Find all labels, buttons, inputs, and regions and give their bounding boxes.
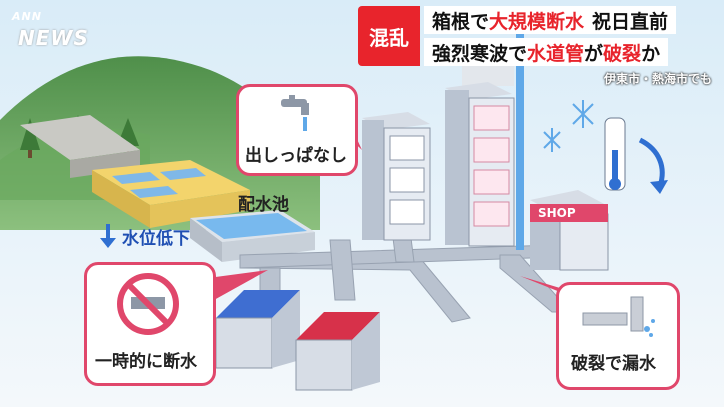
faucet-label: 出しっぱなし	[245, 146, 347, 166]
burst-callout: 破裂で漏水	[556, 282, 680, 390]
burst-label: 破裂で漏水	[571, 354, 656, 374]
building-apartment	[362, 112, 431, 241]
headline-line-2: 強烈寒波で 水道管 が 破裂 か	[424, 38, 669, 66]
thermometer-icon	[604, 117, 626, 191]
logo-top-text: ANN	[12, 10, 42, 23]
headline-line-1: 箱根で 大規模断水 祝日直前	[424, 6, 677, 34]
shop-building	[530, 190, 609, 271]
headline-badge: 混乱	[358, 6, 420, 66]
house-blue	[215, 290, 300, 369]
headline-text: か	[641, 42, 661, 65]
shop-sign: SHOP	[538, 206, 576, 220]
burst-pipe-icon	[582, 296, 655, 337]
headline-emphasis: 水道管	[527, 42, 585, 65]
headline-text: 祝日直前	[592, 10, 669, 33]
location-subtitle: 伊東市・熱海市でも	[603, 72, 712, 86]
reservoir-label: 配水池	[238, 195, 289, 215]
no-water-icon	[117, 273, 179, 335]
headline-block: 混乱 箱根で 大規模断水 祝日直前 強烈寒波で 水道管 が 破裂 か	[358, 6, 720, 66]
news-logo: ANN NEWS	[8, 8, 88, 52]
headline-text: 強烈寒波で	[432, 42, 528, 65]
shutoff-label: 一時的に断水	[95, 352, 197, 372]
water-level-label: 水位低下	[122, 229, 190, 249]
headline-emphasis: 大規模断水	[489, 10, 585, 33]
headline-text: 箱根で	[432, 10, 490, 33]
shutoff-callout: 一時的に断水	[84, 262, 216, 386]
headline-emphasis: 破裂	[603, 42, 642, 65]
faucet-callout: 出しっぱなし	[236, 84, 358, 176]
snowflake-icon	[543, 100, 594, 152]
level-down-arrow	[100, 224, 116, 248]
faucet-icon	[281, 95, 309, 131]
house-red	[295, 312, 380, 391]
treatment-plant	[92, 160, 250, 205]
headline-text: が	[584, 42, 604, 65]
logo-main-text: NEWS	[18, 26, 89, 50]
